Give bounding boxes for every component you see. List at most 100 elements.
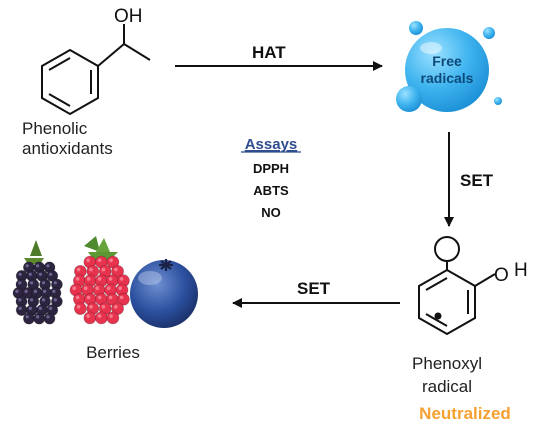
drupelet-highlight [25,315,29,319]
assay-item-dpph: DPPH [253,161,289,176]
drupelet-highlight [106,286,111,291]
drupelet-highlight [41,281,46,285]
drupelet-highlight [43,289,47,293]
methyl-bond [123,43,151,61]
drupelet-highlight [119,277,124,281]
drupelet-highlight [118,286,122,291]
drupelet-highlight [97,314,102,318]
drupelet-highlight [97,258,102,263]
drupelet-highlight [108,295,113,300]
small-bubble [396,86,422,112]
small-bubble [483,27,495,39]
main-bubble [405,28,489,112]
neutralized-label: Neutralized [419,404,511,423]
free-radicals-bubble-cluster [396,21,502,112]
drupelet-highlight [76,305,81,309]
drupelet-highlight [30,298,34,302]
drupelet-highlight [75,277,80,281]
drupelet-highlight [101,305,106,309]
phenolic-label-line2: antioxidants [22,139,113,158]
drupelet-highlight [18,298,22,302]
drupelet-highlight [101,267,106,272]
drupelet-highlight [36,264,40,268]
drupelet-highlight [108,277,113,281]
berry-drupelet [74,302,87,316]
drupelet-highlight [86,277,91,281]
blueberry-image [130,259,198,328]
drupelet-highlight [30,281,34,285]
phenoxyl-oxygen-label: O [494,265,509,286]
drupelet-highlight [53,298,57,302]
phenolic-label-line1: Phenolic [22,119,88,138]
drupelet-highlight [25,264,29,268]
drupelet-highlight [89,267,93,272]
drupelet-highlight [28,272,32,276]
drupelet-highlight [18,306,22,310]
berry-drupelet [43,312,56,325]
berries-label: Berries [86,343,140,362]
assay-item-no: NO [261,205,281,220]
drupelet-highlight [46,264,50,268]
drupelet-highlight [75,295,80,300]
benzene-ring [41,48,99,116]
phenoxyl-molecule [418,236,496,336]
phenoxyl-label-line1: Phenoxyl [412,354,482,373]
berry-drupelet [33,312,46,325]
drupelet-highlight [18,281,22,285]
drupelet-highlight [18,272,22,276]
drupelet-highlight [49,272,53,276]
oxygen-bond [474,273,496,287]
drupelet-highlight [38,272,43,276]
berry-drupelet [95,311,108,325]
set-down-label: SET [460,171,494,190]
drupelet-highlight [72,286,76,291]
free-radicals-line1: Free [432,53,462,69]
drupelet-highlight [41,298,46,302]
drupelet-highlight [109,258,113,263]
drupelet-highlight [49,306,53,310]
drupelet-highlight [15,289,19,293]
berry-drupelet [106,311,120,325]
small-bubble [409,21,423,35]
drupelet-highlight [97,295,102,300]
blackberry-image [12,240,63,325]
drupelet-highlight [114,267,118,272]
phenolic-molecule [41,24,151,116]
berry-drupelet [83,311,97,325]
set-left-label: SET [297,279,331,298]
radical-site-circle [434,236,460,262]
berry-drupelet [51,295,63,308]
drupelet-highlight [46,315,50,319]
ring-double-bond [425,313,448,327]
side-chain-bond [97,43,125,67]
ring-double-bond [48,57,71,71]
bubble-highlight [420,42,442,54]
ring-double-bond [425,277,448,291]
drupelet-highlight [52,289,56,293]
drupelet-highlight [28,306,32,310]
raspberry-image [69,236,130,325]
drupelet-highlight [76,267,81,272]
drupelet-highlight [97,277,102,281]
drupelet-highlight [86,314,90,318]
hat-label: HAT [252,43,286,62]
small-bubble [494,97,502,105]
radical-electron-dot [434,312,442,320]
drupelet-highlight [86,258,90,263]
phenoxyl-hydrogen-label: H [514,260,528,281]
hydroxyl-label: OH [114,6,143,27]
drupelet-highlight [119,295,124,300]
drupelet-highlight [53,281,57,285]
berry-drupelet [22,312,35,325]
drupelet-highlight [36,315,40,319]
phenoxyl-ring [418,268,476,336]
drupelet-highlight [86,295,91,300]
assay-item-abts: ABTS [253,183,289,198]
phenoxyl-label-line2: radical [422,377,472,396]
ring-double-bond [48,93,71,107]
drupelet-highlight [109,314,113,318]
drupelet-highlight [24,289,28,293]
free-radicals-line2: radicals [421,70,474,86]
drupelet-highlight [95,286,99,291]
drupelet-highlight [89,305,93,309]
